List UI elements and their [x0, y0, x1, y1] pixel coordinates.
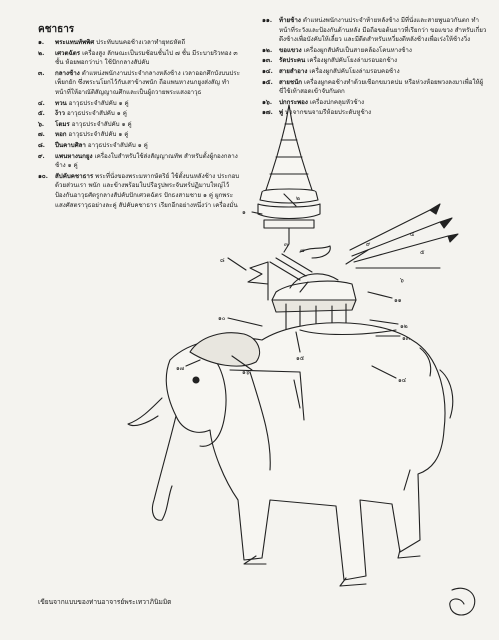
legend-desc: ตำแหน่งพนักงานประจำท้ายหลังช้าง มีที่นั่…	[279, 17, 487, 44]
legend-item: ๑๐. สัปคับคชาธาร พระที่นั่งของพระมหากษัตร…	[38, 172, 243, 210]
legend-item: ๘. ปืนคาบศิลา อาวุธประจำสัปคับ ๑ คู่	[38, 141, 243, 151]
legend-number: ๑.	[38, 39, 45, 46]
legend-desc: พระที่นั่งของพระมหากษัตริย์ ใช้ตั้งบนหลั…	[55, 172, 240, 209]
legend-desc: ตำแหน่งพนักงานประจำกลางหลังช้าง เวลาออกศ…	[55, 69, 240, 96]
legend-item: ๙. แพนหางนกยูง เครื่องใบสำหรับใช้ส่งสัญญา…	[38, 152, 243, 171]
elephant-drawing	[127, 322, 454, 587]
legend-desc: อาวุธประจำสัปคับ ๑ คู่	[68, 131, 129, 139]
legend-desc: อาวุธประจำสัปคับ ๑ คู่	[68, 99, 129, 107]
legend-term: สายสำอาง	[279, 67, 308, 75]
legend-number: ๒.	[38, 49, 45, 57]
legend-desc: อาวุธประจำสัปคับ ๑ คู่	[66, 110, 127, 118]
legend-term: ปกกระพอง	[279, 98, 308, 106]
callout-number: ๕	[420, 249, 425, 256]
legend-number: ๑๖.	[262, 98, 273, 106]
callout-number: ๑๕	[296, 355, 305, 362]
callout-number: ๗	[300, 247, 305, 254]
legend-number: ๑๐.	[38, 172, 48, 180]
legend-item: ๗. หอก อาวุธประจำสัปคับ ๑ คู่	[38, 130, 243, 140]
callout-number: ๑๖	[242, 369, 250, 376]
legend-item: ๑. พระแทนทัพพิศ ประทับบนคอช้างเวลาทำยุทธห…	[38, 38, 243, 48]
legend-desc: เครื่องผูกสัปคับโยงล่ามรอบคอช้าง	[309, 67, 400, 75]
legend-number: ๑๗.	[262, 109, 273, 117]
legend-item: ๑๑. ท้ายช้าง ตำแหน่งพนักงานประจำท้ายหลังช…	[262, 16, 487, 45]
legend-term: พู่	[279, 109, 284, 117]
legend-item: ๑๓. รัดประคน เครื่องผูกสัปคับโยงล่ามรอบอก…	[262, 56, 487, 66]
legend-desc: เครื่องผูกสัปคับเป็นสายคล้องโคนหางช้าง	[303, 46, 412, 54]
weapons-drawing	[247, 203, 459, 301]
legend-term: ง้าว	[55, 110, 65, 118]
legend-term: สัปคับคชาธาร	[55, 172, 94, 180]
callout-leaders	[185, 193, 411, 491]
parasol-drawing	[257, 104, 321, 253]
callout-number: ๑๑	[394, 297, 402, 304]
callout-number: ๔	[410, 231, 415, 238]
legend-item: ๕. ง้าว อาวุธประจำสัปคับ ๑ คู่	[38, 109, 243, 119]
legend-term: แพนหางนกยูง	[55, 152, 93, 160]
callout-number: ๖	[400, 277, 404, 284]
callout-number: ๙	[366, 241, 371, 248]
legend-number: ๙.	[38, 152, 45, 160]
legend-desc: ทำจากขนจามรีห้อยประดับหูช้าง	[285, 109, 372, 117]
legend-item: ๖. โตมร อาวุธประจำสัปคับ ๑ คู่	[38, 120, 243, 130]
legend-number: ๗.	[38, 131, 45, 139]
callout-number: ๑๓	[402, 335, 410, 342]
legend-desc: เครื่องผูกสัปคับโยงล่ามรอบอกช้าง	[307, 57, 398, 65]
legend-right-column: ๑๑. ท้ายช้าง ตำแหน่งพนักงานประจำท้ายหลังช…	[262, 16, 487, 119]
legend-desc: เครื่องสูง ลักษณะเป็นรมซ้อนชั้นไป ๗ ชั้น…	[55, 49, 238, 67]
legend-term: ทวน	[55, 99, 67, 107]
legend-item: ๑๕. สายชนัก เครื่องผูกคอช้างทำด้วยเชือกขม…	[262, 78, 487, 97]
legend-item: ๓. กลางช้าง ตำแหน่งพนักงานประจำกลางหลังช้…	[38, 69, 243, 98]
legend-number: ๑๒.	[262, 46, 273, 54]
legend-left-column: ๑. พระแทนทัพพิศ ประทับบนคอช้างเวลาทำยุทธห…	[38, 38, 243, 211]
legend-term: พระแทนทัพพิศ	[55, 39, 95, 46]
legend-desc: เครื่องผูกคอช้างทำด้วยเชือกขมวดปม หรือห่…	[279, 78, 484, 96]
legend-desc: อาวุธประจำสัปคับ ๑ คู่	[71, 120, 132, 128]
legend-term: เศวตฉัตร	[55, 49, 81, 57]
legend-number: ๓.	[38, 69, 45, 77]
legend-desc: เครื่องใบสำหรับใช้ส่งสัญญาณทัพ สำหรับตั้…	[55, 152, 238, 170]
legend-item: ๒. เศวตฉัตร เครื่องสูง ลักษณะเป็นรมซ้อนชั…	[38, 49, 243, 68]
legend-term: หอก	[55, 131, 67, 139]
legend-number: ๑๔.	[262, 67, 273, 75]
legend-term: รัดประคน	[279, 57, 306, 65]
legend-number: ๑๑.	[262, 17, 273, 24]
legend-number: ๑๕.	[262, 78, 273, 86]
legend-desc: เครื่องปกคลุมหัวช้าง	[309, 98, 365, 106]
legend-desc: อาวุธประจำสัปคับ ๑ คู่	[87, 141, 148, 149]
callout-number: ๑	[242, 209, 246, 216]
legend-number: ๘.	[38, 141, 45, 149]
legend-term: โตมร	[55, 120, 70, 128]
callout-number: ๒	[296, 195, 300, 202]
legend-number: ๑๓.	[262, 57, 273, 65]
howdah-drawing	[271, 273, 357, 349]
artist-seal	[449, 587, 476, 616]
callout-number: ๘	[220, 257, 225, 264]
legend-term: ปืนคาบศิลา	[55, 141, 86, 149]
page-heading: คชาธาร	[38, 24, 75, 35]
legend-item: ๑๒. ขอแขวง เครื่องผูกสัปคับเป็นสายคล้องโค…	[262, 46, 487, 56]
callout-number: ๑๗	[176, 365, 185, 372]
legend-number: ๖.	[38, 120, 45, 128]
footer-credit: เขียนจากแบบของท่านอาจารย์พระเทวาภินิมมิต	[38, 598, 172, 606]
legend-term: ขอแขวง	[279, 46, 302, 54]
legend-item: ๑๗. พู่ ทำจากขนจามรีห้อยประดับหูช้าง	[262, 108, 487, 118]
legend-term: ท้ายช้าง	[279, 17, 301, 24]
callout-number: ๓	[284, 241, 288, 248]
legend-item: ๔. ทวน อาวุธประจำสัปคับ ๑ คู่	[38, 99, 243, 109]
legend-desc: ประทับบนคอช้างเวลาทำยุทธหัตถี	[96, 39, 186, 46]
legend-term: กลางช้าง	[55, 69, 80, 77]
legend-term: สายชนัก	[279, 78, 303, 86]
legend-item: ๑๔. สายสำอาง เครื่องผูกสัปคับโยงล่ามรอบคอ…	[262, 67, 487, 77]
legend-number: ๔.	[38, 99, 45, 107]
legend-item: ๑๖. ปกกระพอง เครื่องปกคลุมหัวช้าง	[262, 98, 487, 108]
callout-number: ๑๐	[218, 315, 226, 322]
legend-number: ๕.	[38, 110, 45, 118]
callout-number: ๑๔	[398, 377, 407, 384]
callout-number: ๑๒	[400, 323, 408, 330]
